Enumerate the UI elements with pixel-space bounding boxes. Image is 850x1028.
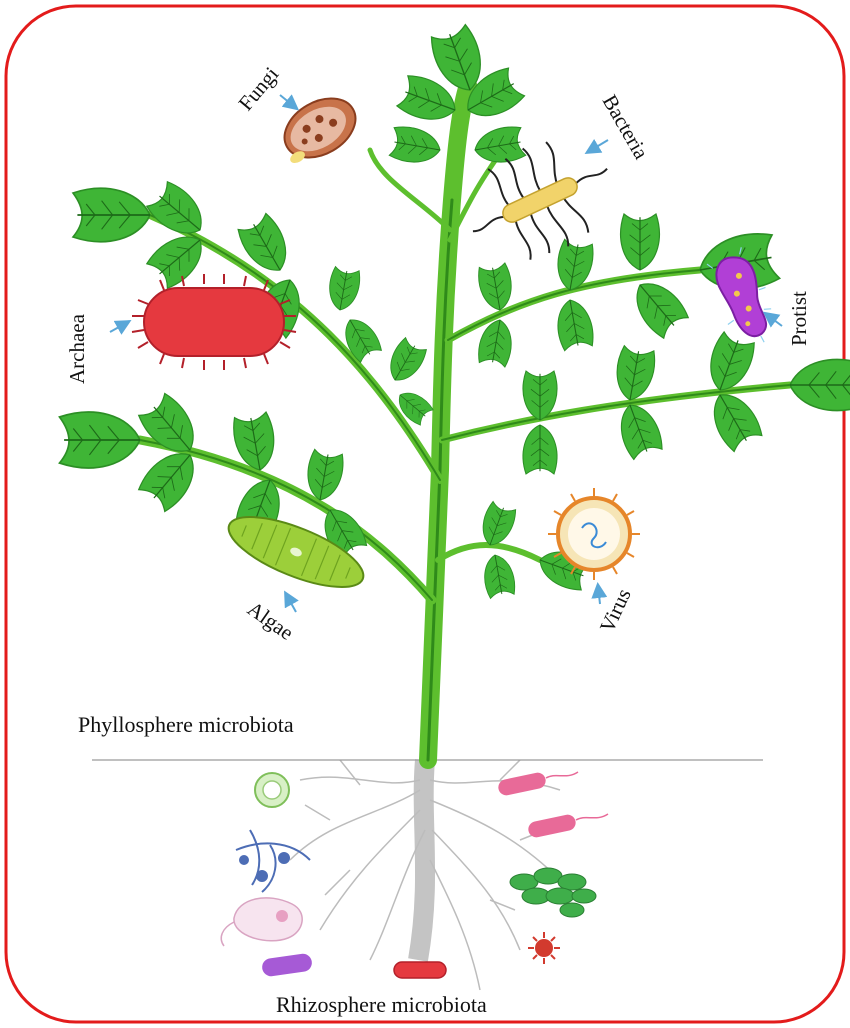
phyllosphere-label: Phyllosphere microbiota — [78, 712, 294, 737]
flagellated-bacterium-icon — [472, 141, 608, 260]
pink-bacterium-icon — [528, 813, 609, 838]
algae-label: Algae — [243, 596, 298, 644]
protist-arrow — [762, 311, 783, 328]
archaea-label: Archaea — [65, 313, 89, 384]
archaea-arrow — [109, 320, 132, 335]
rhizosphere-label: Rhizosphere microbiota — [276, 992, 487, 1017]
diatom-icon — [227, 516, 365, 588]
algae-arrow — [284, 590, 299, 613]
fungal-spore-icon — [283, 97, 357, 164]
fungi-arrow — [279, 94, 300, 111]
bacteria-arrow — [584, 138, 609, 155]
bacteria-label: Bacteria — [598, 91, 654, 164]
protozoan-icon — [220, 897, 303, 947]
hyphae-icon — [235, 829, 311, 893]
green-cell-cluster-icon — [509, 867, 597, 918]
virus-arrow — [591, 582, 608, 605]
root-system — [289, 759, 561, 991]
virus-particle-icon — [548, 488, 640, 580]
protist-icon — [706, 247, 772, 343]
archaeon-icon — [131, 274, 297, 370]
red-archaeon-icon — [393, 961, 447, 979]
protist-label: Protist — [787, 291, 811, 346]
plant-stem — [135, 76, 794, 769]
pink-bacterium-icon — [498, 771, 579, 796]
fungi-label: Fungi — [233, 62, 283, 115]
purple-bacterium-icon — [262, 953, 312, 977]
virus-label: Virus — [595, 585, 636, 636]
diagram-frame — [4, 4, 846, 1024]
soil-cell-icon — [254, 772, 290, 808]
red-virus-icon — [528, 932, 560, 964]
